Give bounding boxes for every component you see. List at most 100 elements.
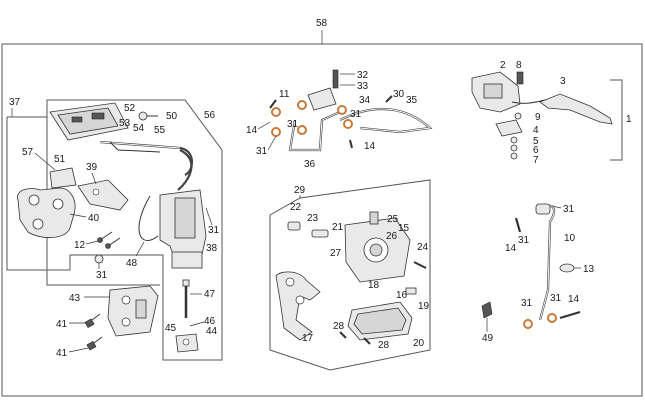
assembly-frame (1, 30, 643, 397)
heat-shield-part-43 (107, 285, 159, 337)
callout-24: 24 (417, 242, 429, 253)
callout-57: 57 (22, 147, 34, 158)
callout-3: 3 (560, 76, 566, 87)
pin-part-23 (311, 229, 329, 238)
reservoir-tank-part (49, 102, 129, 141)
callout-1: 1 (626, 114, 632, 125)
bolt-part-41-upper (84, 313, 101, 329)
callout-36: 36 (304, 159, 316, 170)
clevis-part-44 (175, 333, 199, 353)
callout-14-right-top: 14 (505, 243, 517, 254)
callout-41-lower: 41 (56, 348, 68, 359)
callout-45: 45 (165, 323, 177, 334)
bolt-part-41-lower (86, 336, 103, 351)
callout-46: 46 (204, 316, 216, 327)
callout-26: 26 (386, 231, 398, 242)
callout-31-right-a: 31 (521, 298, 533, 309)
push-rod-part-47 (182, 279, 190, 318)
callout-49: 49 (482, 333, 494, 344)
brake-pads-part-20 (347, 301, 413, 341)
callout-39: 39 (86, 162, 98, 173)
callout-54: 54 (133, 123, 145, 134)
callout-35: 35 (406, 95, 418, 106)
bolt-part-12 (97, 231, 121, 249)
front-master-cylinder-part-2 (471, 71, 557, 113)
callout-10: 10 (564, 233, 576, 244)
bracket-part-51 (49, 167, 77, 189)
slide-pin-part-22 (287, 221, 301, 231)
callout-14-upper: 14 (246, 125, 258, 136)
callout-51: 51 (54, 154, 66, 165)
callout-33: 33 (357, 81, 369, 92)
callout-19: 19 (418, 301, 430, 312)
callout-31-left: 31 (96, 270, 108, 281)
callout-43: 43 (69, 293, 81, 304)
callout-15: 15 (398, 223, 410, 234)
brake-lever-part-3 (539, 93, 613, 125)
callout-31-cylinder: 31 (208, 225, 220, 236)
callout-37: 37 (9, 97, 21, 108)
callout-14-right-bottom: 14 (568, 294, 580, 305)
callout-12: 12 (74, 240, 86, 251)
callout-44: 44 (206, 326, 218, 337)
callout-38: 38 (206, 243, 218, 254)
caliper-body-part-15 (344, 211, 411, 283)
washers-part-31-right (523, 313, 557, 329)
callout-40: 40 (88, 213, 100, 224)
grommet-part-13 (559, 263, 575, 273)
callout-25: 25 (387, 214, 399, 225)
callout-50: 50 (166, 111, 178, 122)
switch-part-8 (516, 71, 524, 85)
bracket-part-17 (275, 271, 321, 341)
callout-28-right: 28 (378, 340, 390, 351)
callout-8: 8 (516, 60, 522, 71)
callout-5: 5 (533, 136, 539, 147)
callout-6: 6 (533, 145, 539, 156)
clamp-part-4 (495, 119, 523, 137)
callout-20: 20 (413, 338, 425, 349)
callout-52: 52 (124, 103, 136, 114)
callout-4: 4 (533, 125, 539, 136)
callout-47: 47 (204, 289, 216, 300)
mount-bracket-part-40 (16, 187, 76, 238)
callout-31-right-top: 31 (563, 204, 575, 215)
brake-line-part-10 (535, 203, 556, 321)
callout-16: 16 (396, 290, 408, 301)
callout-27: 27 (330, 248, 342, 259)
callout-31-hose-a: 31 (287, 119, 299, 130)
callout-32: 32 (357, 70, 369, 81)
brake-hose-part-35 (339, 107, 433, 134)
callout-21: 21 (332, 222, 344, 233)
callout-56: 56 (204, 110, 216, 121)
callout-13: 13 (583, 264, 595, 275)
callout-55: 55 (154, 125, 166, 136)
bracket-frame-part-1 (610, 79, 623, 161)
screw-part-28 (339, 331, 371, 345)
callout-53: 53 (119, 118, 131, 129)
bolt-part-14-right (514, 217, 522, 233)
copper-washers-part-31 (271, 100, 353, 137)
bleeder-part-24 (413, 261, 427, 269)
clip-part-49 (481, 301, 493, 319)
callout-14-mid: 14 (364, 141, 376, 152)
callout-58: 58 (316, 18, 328, 29)
callout-31-right-mid: 31 (518, 235, 530, 246)
callout-2: 2 (500, 60, 506, 71)
callout-9: 9 (535, 112, 541, 123)
brake-hose-part-36 (288, 110, 341, 152)
callout-41-upper: 41 (56, 319, 68, 330)
callout-48: 48 (126, 258, 138, 269)
callout-22: 22 (290, 202, 302, 213)
banjo-bolts-part-14 (269, 95, 393, 149)
callout-31-hose-c: 31 (256, 146, 268, 157)
junction-block-part-34 (307, 69, 339, 111)
washer-part-31 (94, 254, 104, 264)
banjo-bolt-part-14-bottom (559, 310, 581, 320)
screw-part-19 (405, 287, 417, 295)
reservoir-hose-part (99, 140, 193, 176)
callout-23: 23 (307, 213, 319, 224)
group-37-outline (6, 99, 223, 361)
callout-18: 18 (368, 280, 380, 291)
caliper-group-outline (269, 179, 431, 371)
